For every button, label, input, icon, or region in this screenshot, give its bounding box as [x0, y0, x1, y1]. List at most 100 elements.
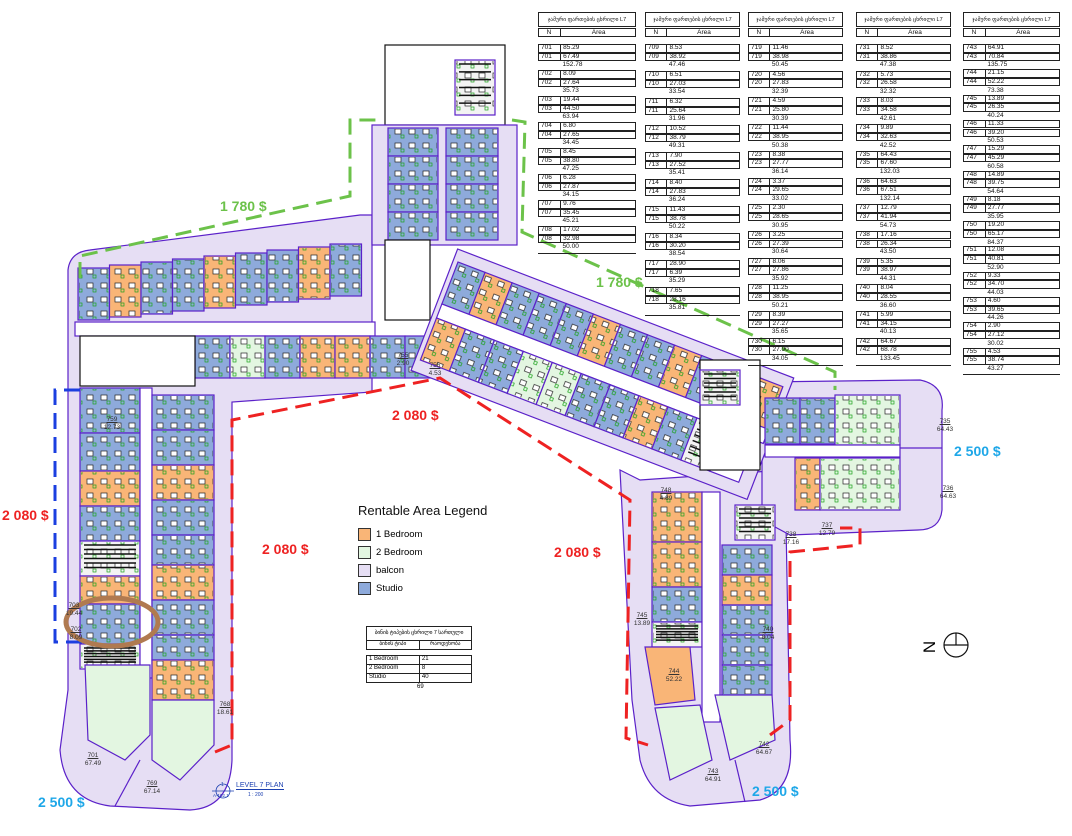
- plan-sheet-number: 1: [221, 782, 224, 788]
- col-area: Area: [1016, 29, 1030, 36]
- summary-count: 40: [421, 674, 429, 680]
- summary-col-type: ბინის ტიპი: [367, 641, 420, 649]
- legend-item-studio: Studio: [358, 579, 487, 597]
- unit-number: 740: [859, 284, 870, 292]
- unit-area: 8.04: [877, 285, 893, 292]
- unit-area: 8.53: [666, 44, 682, 52]
- unit-total-area: 49.31: [668, 142, 686, 150]
- unit-area: 26.58: [877, 80, 897, 87]
- unit-number: 722: [751, 124, 762, 132]
- unit-label-area: 8.09: [69, 633, 83, 641]
- unit-label-area: 52.22: [665, 675, 683, 683]
- unit-number: 750: [966, 229, 977, 237]
- unit-number: 739: [859, 266, 870, 274]
- unit-area: 19.44: [560, 96, 579, 104]
- 2-bedroom-unit: [714, 694, 776, 761]
- unit-label-area: 4.53: [428, 369, 442, 377]
- furniture: [723, 666, 771, 694]
- unit-label-number: 740: [762, 626, 774, 633]
- unit-number: 750: [966, 221, 977, 229]
- unit-total-area: 50.53: [987, 137, 1004, 145]
- furniture: [110, 266, 140, 316]
- unit-area: 13.89: [984, 95, 1004, 103]
- unit-number: 723: [751, 159, 762, 167]
- unit-area: 30.20: [666, 242, 686, 250]
- unit-number: 754: [966, 330, 977, 338]
- unit-area: 28.55: [877, 293, 897, 301]
- unit-label-area: 4.89: [659, 494, 673, 502]
- table-end-line: [856, 365, 951, 367]
- core: [79, 335, 196, 387]
- unit-total-area: 47.25: [562, 165, 579, 173]
- unit-number: 731: [859, 52, 870, 60]
- unit-area: 7.65: [666, 287, 682, 295]
- unit-area: 67.49: [560, 53, 579, 61]
- unit-total-area: 35.73: [562, 87, 579, 95]
- unit-area: 3.37: [769, 178, 785, 186]
- unit-area: 27.65: [560, 131, 579, 139]
- unit-area: 11.46: [769, 44, 788, 52]
- unit-number: 753: [966, 305, 977, 313]
- unit-area: 38.80: [560, 157, 579, 165]
- legend-swatch: [358, 527, 371, 541]
- unit-number: 741: [859, 311, 870, 318]
- unit-area: 64.63: [877, 178, 897, 186]
- unit-area: 27.12: [984, 331, 1004, 339]
- unit-label-number: 755: [397, 352, 409, 359]
- summary-type: Studio: [367, 674, 420, 682]
- 2-bedroom-unit: [84, 664, 151, 761]
- unit-total-area: 47.38: [879, 61, 897, 69]
- unit-label-number: 745: [636, 612, 648, 619]
- furniture: [153, 536, 213, 564]
- unit-area: 5.35: [877, 258, 893, 266]
- unit-area: 32.98: [560, 235, 579, 243]
- unit-number: 733: [859, 97, 870, 105]
- unit-area: 27.39: [769, 240, 789, 248]
- col-n: N: [864, 29, 870, 36]
- summary-title: ბინის ტიპების ცხრილი 7 სართული: [366, 626, 472, 641]
- unit-total-area: 40.24: [987, 112, 1004, 119]
- table-row: 754 27.12: [963, 330, 1060, 340]
- unit-number: 746: [966, 128, 977, 136]
- legend-title: Rentable Area Legend: [358, 503, 488, 518]
- furniture: [236, 254, 266, 304]
- unit-label-number: 769: [146, 780, 158, 787]
- unit-number: 751: [966, 255, 977, 262]
- price-label: 1 780 $: [596, 274, 643, 290]
- unit-total-area: 32.32: [879, 88, 897, 96]
- unit-number: 734: [859, 132, 870, 140]
- unit-label-area: 64.67: [755, 748, 773, 756]
- unit-total-area: 43.50: [879, 248, 897, 256]
- unit-total-area: 34.15: [562, 191, 579, 199]
- unit-area: 9.76: [560, 200, 576, 208]
- unit-number: 729: [751, 319, 762, 327]
- unit-number: 712: [648, 133, 659, 141]
- unit-number: 717: [648, 260, 659, 267]
- unit-label-area: 12.73: [103, 423, 121, 431]
- unit-number: 718: [648, 295, 659, 303]
